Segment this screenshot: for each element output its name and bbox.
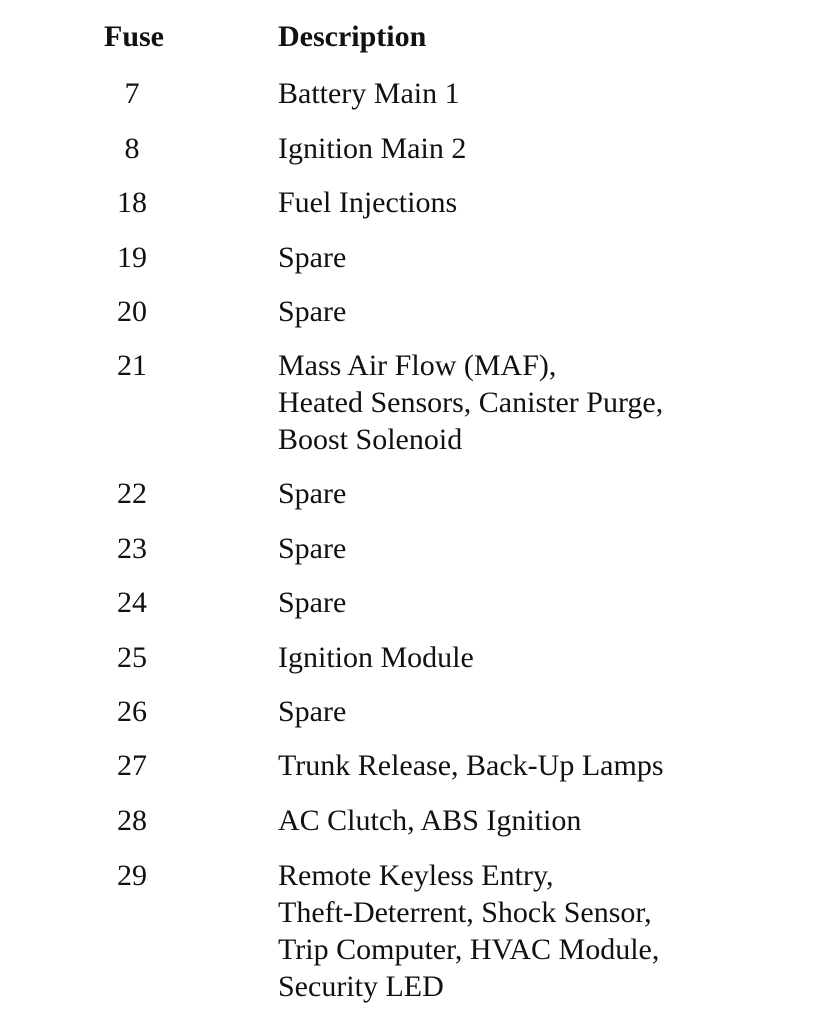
fuse-number: 7 <box>124 77 140 110</box>
fuse-description: Ignition Main 2 <box>278 130 798 167</box>
fuse-description: Spare <box>278 530 798 567</box>
fuse-number: 8 <box>124 132 140 165</box>
description-line: Trip Computer, HVAC Module, <box>278 933 660 966</box>
description-line: Battery Main 1 <box>278 77 460 110</box>
header-description: Description <box>278 20 427 53</box>
description-line: Spare <box>278 295 347 328</box>
fuse-number: 24 <box>117 586 147 619</box>
fuse-number: 18 <box>117 186 147 219</box>
fuse-description: Battery Main 1 <box>278 75 798 112</box>
fuse-number: 27 <box>117 749 147 782</box>
fuse-number: 28 <box>117 804 147 837</box>
description-line: Spare <box>278 695 347 728</box>
fuse-number: 23 <box>117 532 147 565</box>
fuse-description: Ignition Module <box>278 639 798 676</box>
fuse-description: Spare <box>278 693 798 730</box>
description-line: Heated Sensors, Canister Purge, <box>278 386 664 419</box>
fuse-description: Trunk Release, Back-Up Lamps <box>278 747 798 784</box>
description-line: Spare <box>278 477 347 510</box>
description-line: AC Clutch, ABS Ignition <box>278 804 582 837</box>
fuse-number: 29 <box>117 859 147 892</box>
fuse-number: 26 <box>117 695 147 728</box>
description-line: Spare <box>278 532 347 565</box>
description-line: Trunk Release, Back-Up Lamps <box>278 749 664 782</box>
fuse-description: Fuel Injections <box>278 184 798 221</box>
header-fuse: Fuse <box>104 20 164 53</box>
fuse-description: Spare <box>278 584 798 621</box>
fuse-description: Spare <box>278 475 798 512</box>
description-line: Fuel Injections <box>278 186 458 219</box>
fuse-number: 21 <box>117 349 147 382</box>
description-line: Spare <box>278 241 347 274</box>
description-line: Spare <box>278 586 347 619</box>
fuse-number: 22 <box>117 477 147 510</box>
description-line: Theft-Deterrent, Shock Sensor, <box>278 896 652 929</box>
fuse-description: Spare <box>278 239 798 276</box>
fuse-description: AC Clutch, ABS Ignition <box>278 802 798 839</box>
description-line: Security LED <box>278 970 444 1003</box>
description-line: Ignition Main 2 <box>278 132 467 165</box>
table-header: Fuse Description <box>0 20 829 60</box>
fuse-description: Mass Air Flow (MAF), Heated Sensors, Can… <box>278 347 798 458</box>
description-line: Boost Solenoid <box>278 423 463 456</box>
fuse-number: 19 <box>117 241 147 274</box>
fuse-number: 25 <box>117 641 147 674</box>
description-line: Remote Keyless Entry, <box>278 859 554 892</box>
fuse-description: Remote Keyless Entry, Theft-Deterrent, S… <box>278 857 798 1005</box>
description-line: Mass Air Flow (MAF), <box>278 349 557 382</box>
fuse-description: Spare <box>278 293 798 330</box>
description-line: Ignition Module <box>278 641 474 674</box>
fuse-number: 20 <box>117 295 147 328</box>
